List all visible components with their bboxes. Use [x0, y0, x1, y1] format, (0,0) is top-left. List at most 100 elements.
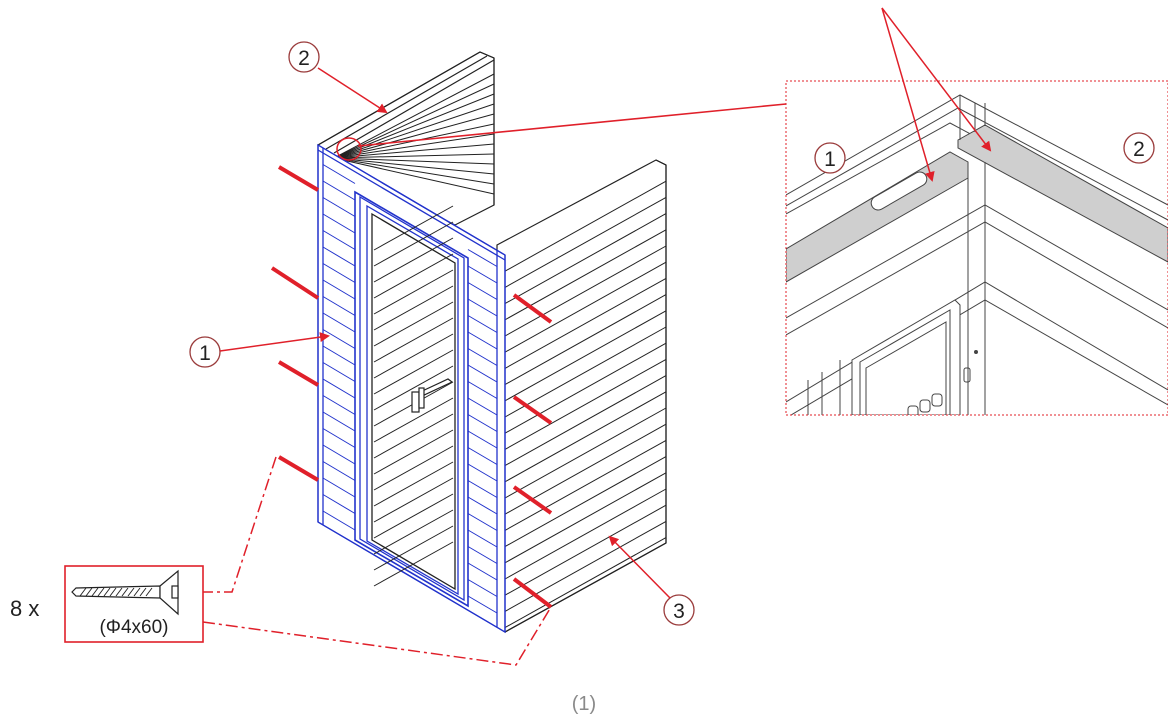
slat-line: [333, 157, 495, 195]
slat-line: [373, 461, 454, 507]
slat-line: [373, 413, 454, 459]
slat-line: [504, 504, 667, 596]
slat-line: [322, 444, 356, 465]
door-glass-view: [373, 205, 454, 587]
slat-line: [333, 153, 495, 159]
slat-line: [467, 513, 498, 531]
screw-markers: [270, 165, 553, 609]
slat-line: [504, 180, 667, 272]
slat-line: [504, 294, 667, 386]
slat-line: [504, 196, 667, 288]
screw-marker: [512, 577, 553, 609]
slat-line: [504, 520, 667, 612]
svg-text:2: 2: [298, 47, 310, 70]
slat-line: [322, 296, 356, 316]
slat-line: [504, 439, 667, 531]
slat-line: [467, 447, 498, 465]
part-label-3: 3: [608, 535, 695, 626]
svg-text:1: 1: [824, 148, 836, 171]
slat-line: [373, 493, 454, 539]
slat-line: [467, 463, 498, 482]
slat-line: [333, 157, 495, 175]
screw-marker: [277, 455, 320, 482]
slat-line: [504, 472, 667, 564]
slat-line: [467, 496, 498, 515]
slat-line: [373, 285, 454, 331]
detail-zoom-view: 1 2: [785, 80, 1168, 416]
slat-line: [373, 205, 454, 251]
screw-leader-lines: [202, 456, 552, 666]
screw-marker: [512, 395, 553, 425]
slat-line: [373, 525, 454, 571]
slat-line: [322, 246, 356, 267]
step-label: (1): [572, 693, 596, 715]
slat-line: [504, 229, 667, 321]
slat-line: [322, 180, 356, 201]
slat-line: [333, 143, 495, 159]
screw-size-label: (Φ4x60): [99, 617, 168, 638]
slat-line: [504, 358, 667, 450]
slat-line: [373, 333, 454, 379]
slat-line: [322, 461, 356, 481]
part-label-1: 1: [189, 332, 330, 368]
slat-line: [322, 213, 356, 234]
slat-line: [504, 375, 667, 467]
slat-line: [373, 349, 454, 395]
slat-line: [467, 579, 498, 597]
slat-line: [322, 510, 356, 531]
screw-quantity-label: 8 x: [10, 596, 39, 621]
slat-line: [504, 488, 667, 580]
part-label-2: 2: [288, 41, 388, 114]
detail-part-label-1: 1: [814, 142, 846, 174]
front-wall-panel: [317, 143, 506, 634]
right-wall-slats: [504, 180, 667, 629]
slat-line: [322, 279, 356, 300]
detail-part-label-2: 2: [1123, 132, 1155, 164]
slat-line: [467, 381, 498, 399]
slat-line: [373, 509, 454, 555]
slat-line: [322, 345, 356, 366]
slat-line: [504, 391, 667, 483]
svg-text:3: 3: [673, 600, 685, 623]
slat-line: [373, 269, 454, 315]
slat-line: [322, 312, 356, 333]
slat-line: [467, 298, 498, 317]
screw-marker: [512, 293, 553, 324]
slat-line: [467, 480, 498, 498]
slat-line: [467, 265, 498, 284]
slat-line: [467, 546, 498, 564]
slat-line: [467, 430, 498, 449]
screw-marker: [277, 360, 320, 387]
slat-line: [333, 73, 495, 159]
detail-pointer-arrows: [881, 7, 992, 182]
slat-line: [373, 365, 454, 411]
slat-line: [373, 253, 454, 299]
slat-line: [467, 348, 498, 366]
slat-line: [467, 562, 498, 581]
slat-line: [322, 494, 356, 514]
slat-line: [467, 414, 498, 432]
slat-line: [333, 133, 495, 159]
slat-line: [322, 362, 356, 382]
slat-line: [504, 456, 667, 548]
screw-marker: [270, 266, 320, 300]
slat-line: [322, 164, 356, 184]
slat-line: [373, 429, 454, 475]
slat-line: [373, 317, 454, 363]
slat-line: [467, 529, 498, 548]
screw-marker: [277, 165, 320, 192]
slat-line: [467, 331, 498, 350]
slat-line: [322, 197, 356, 217]
slat-line: [333, 157, 495, 185]
slat-line: [504, 245, 667, 337]
slat-line: [373, 237, 454, 283]
screw-icon: [71, 569, 179, 616]
slat-line: [333, 157, 495, 165]
slat-line: [373, 301, 454, 347]
slat-line: [504, 326, 667, 418]
slat-line: [322, 477, 356, 498]
slat-line: [504, 213, 667, 305]
slat-line: [467, 315, 498, 333]
slat-line: [322, 378, 356, 399]
